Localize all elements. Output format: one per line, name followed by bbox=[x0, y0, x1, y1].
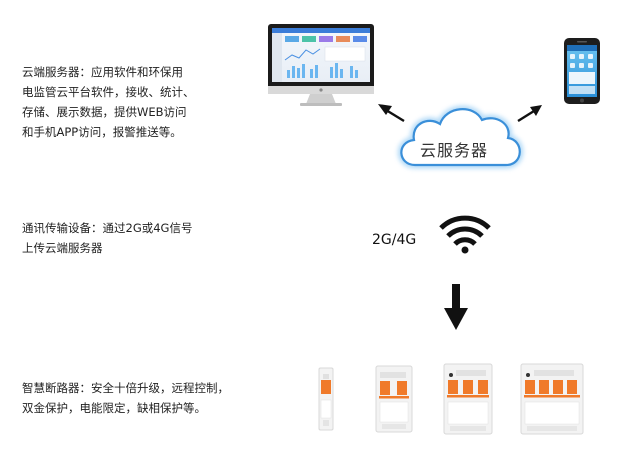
comm-desc-line: 通讯传输设备：通过2G或4G信号 bbox=[22, 221, 193, 235]
arrow-to-monitor bbox=[378, 104, 405, 123]
cloud-desc-line: 云端服务器：应用软件和环保用 bbox=[22, 65, 183, 79]
breaker-desc-line: 双金保护，电能限定，缺相保护等。 bbox=[22, 401, 206, 415]
breaker-icon bbox=[318, 363, 584, 435]
arrow-to-phone bbox=[517, 105, 542, 123]
smartphone-icon bbox=[564, 38, 600, 104]
cloud-desc-line: 电监管云平台软件，接收、统计、 bbox=[22, 85, 195, 99]
breaker-description: 智慧断路器：安全十倍升级，远程控制， 双金保护，电能限定，缺相保护等。 bbox=[22, 378, 229, 418]
cloud-icon bbox=[397, 105, 524, 169]
cloud-server-label: 云服务器 bbox=[420, 141, 489, 160]
breaker-desc-line: 智慧断路器：安全十倍升级，远程控制， bbox=[22, 381, 229, 395]
wifi-icon bbox=[439, 215, 491, 254]
cloud-server-description: 云端服务器：应用软件和环保用 电监管云平台软件，接收、统计、 存储、展示数据，提… bbox=[22, 62, 195, 142]
communication-description: 通讯传输设备：通过2G或4G信号 上传云端服务器 bbox=[22, 218, 192, 258]
network-type-label: 2G/4G bbox=[372, 232, 417, 248]
cloud-desc-line: 存储、展示数据，提供WEB访问 bbox=[22, 105, 187, 119]
comm-desc-line: 上传云端服务器 bbox=[22, 241, 103, 255]
cloud-desc-line: 和手机APP访问，报警推送等。 bbox=[22, 125, 182, 139]
monitor-icon bbox=[268, 24, 374, 106]
down-arrow-icon bbox=[444, 284, 468, 330]
